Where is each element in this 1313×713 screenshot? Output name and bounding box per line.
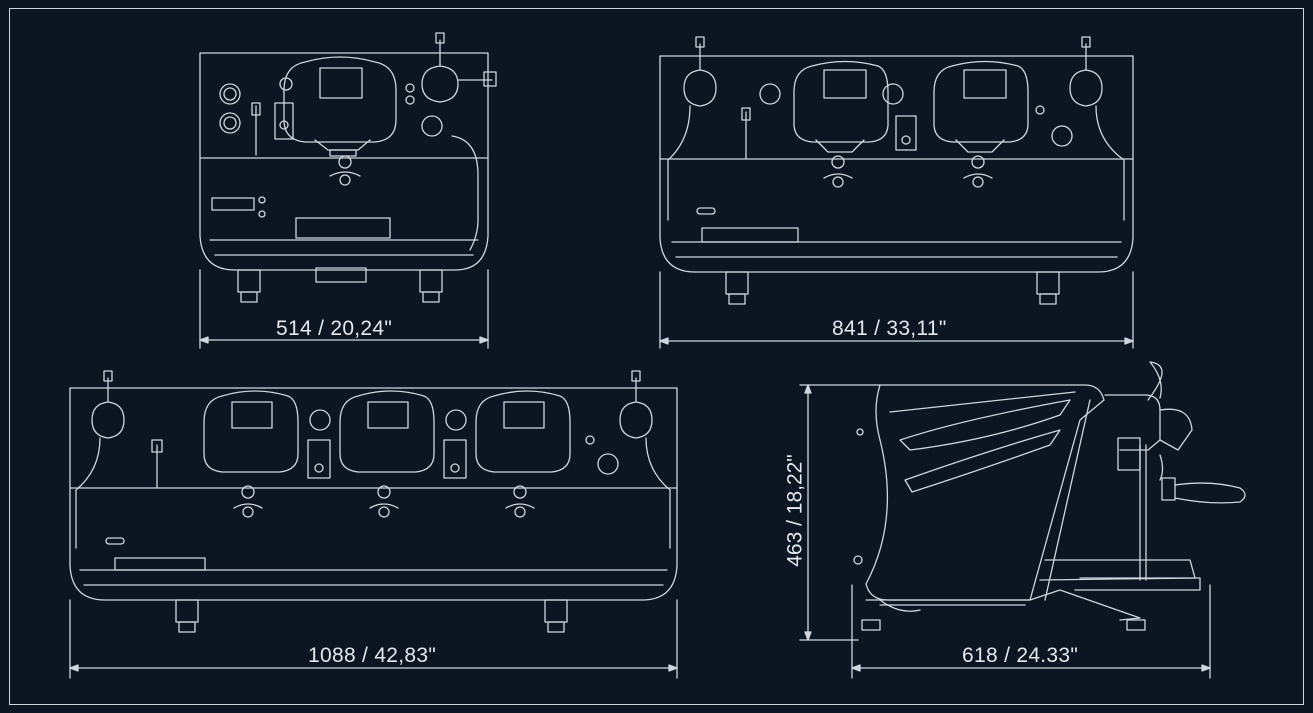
drawing-frame xyxy=(9,8,1304,705)
two-group-width-dimension xyxy=(659,271,1134,349)
one-group-width-dimension xyxy=(199,269,489,349)
three-group-width-dimension xyxy=(69,599,678,679)
three-group-width-label: 1088 / 42,83" xyxy=(308,644,437,667)
side-height-dimension xyxy=(799,384,881,641)
one-group-front-view xyxy=(199,32,497,303)
two-group-front-view xyxy=(659,36,1134,305)
side-view xyxy=(853,361,1246,631)
one-group-width-label: 514 / 20,24" xyxy=(276,317,393,340)
three-group-front-view xyxy=(69,370,678,633)
side-depth-dimension xyxy=(851,584,1211,679)
side-height-label: 463 / 18,22" xyxy=(783,454,807,567)
side-depth-label: 618 / 24.33" xyxy=(962,644,1079,667)
two-group-width-label: 841 / 33,11" xyxy=(832,317,947,340)
